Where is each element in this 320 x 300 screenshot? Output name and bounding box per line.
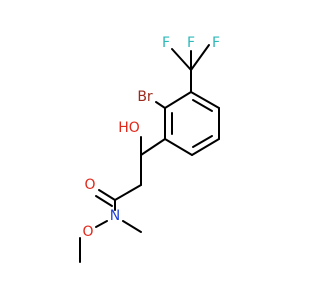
fluorine-label-left: F xyxy=(162,35,170,51)
bond-ring-1 xyxy=(164,91,192,109)
bond-ch2-co xyxy=(114,184,142,201)
bond-c-f3 xyxy=(190,44,210,71)
bond-n-o xyxy=(95,220,108,228)
fluorine-label-right: F xyxy=(212,35,220,51)
bond-ring-double-1 xyxy=(192,99,213,112)
atom-labels-group: F F F Br HO O N O xyxy=(82,35,220,240)
bonds-group xyxy=(79,44,220,263)
chemical-structure-diagram: F F F Br HO O N O xyxy=(79,35,220,263)
bond-ring-3 xyxy=(164,138,193,156)
fluorine-label-top: F xyxy=(187,35,195,51)
bond-ring-double-3 xyxy=(192,135,213,148)
bond-ring-chc xyxy=(140,138,166,156)
bond-co-o xyxy=(98,189,116,201)
bond-ring-6 xyxy=(190,91,220,109)
structure-canvas: F F F Br HO O N O xyxy=(79,35,221,263)
amide-nitrogen-label: N xyxy=(110,208,120,224)
bond-ring-br xyxy=(155,101,166,109)
bond-ring-4 xyxy=(191,138,220,156)
bond-c-f2 xyxy=(171,48,192,71)
bond-n-ch3 xyxy=(122,220,142,233)
carbonyl-oxygen-label: O xyxy=(84,177,95,193)
bond-co-o-double xyxy=(95,195,113,207)
hydroxyl-label: HO xyxy=(118,120,140,136)
bromine-label: Br xyxy=(137,89,153,105)
methoxy-oxygen-label: O xyxy=(82,224,93,240)
